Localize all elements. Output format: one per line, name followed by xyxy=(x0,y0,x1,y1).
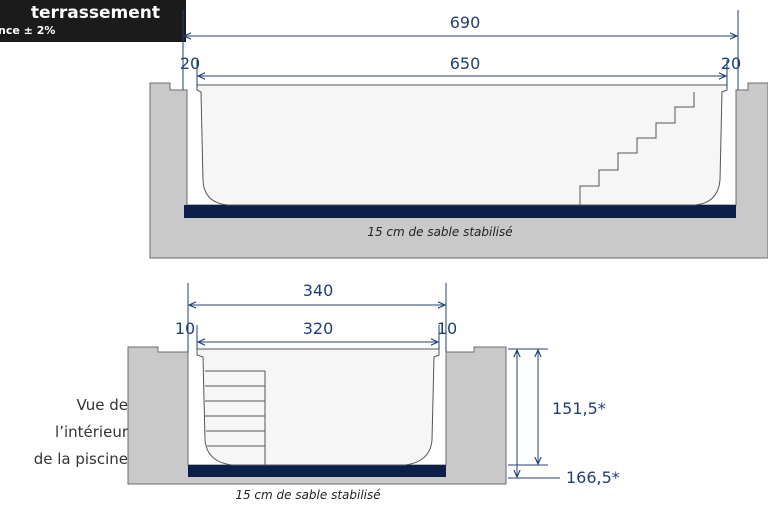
bottom-stairs xyxy=(205,370,266,465)
title-box: terrassement nce ± 2% xyxy=(0,0,186,42)
view-caption-line-2: l’intérieur xyxy=(55,423,128,441)
view-caption: Vue de l’intérieur de la piscine xyxy=(34,392,128,473)
bottom-pool-shell xyxy=(196,348,440,466)
bottom-label-depth-outer: 166,5* xyxy=(566,468,620,487)
bottom-label-depth-inner: 151,5* xyxy=(552,399,606,418)
bottom-view: 340 320 10 10 151,5* 166,5* 15 cm de sab… xyxy=(127,281,620,502)
top-label-right-margin: 20 xyxy=(721,54,741,73)
bottom-sand-note: 15 cm de sable stabilisé xyxy=(235,488,380,502)
bottom-sand-layer xyxy=(188,465,446,477)
bottom-label-left-margin: 10 xyxy=(175,319,195,338)
title-line-1: terrassement xyxy=(30,3,160,23)
top-pool-shell xyxy=(196,84,728,206)
top-sand-note: 15 cm de sable stabilisé xyxy=(367,225,512,239)
view-caption-line-1: Vue de xyxy=(76,396,129,414)
bottom-label-right-margin: 10 xyxy=(437,319,457,338)
title-line-2: nce ± 2% xyxy=(0,24,56,37)
view-caption-line-3: de la piscine xyxy=(33,450,128,468)
top-label-inner: 650 xyxy=(450,54,481,73)
bottom-label-inner: 320 xyxy=(303,319,334,338)
top-label-overall: 690 xyxy=(450,13,481,32)
top-sand-layer xyxy=(184,205,736,218)
bottom-label-overall: 340 xyxy=(303,281,334,300)
top-stairs xyxy=(579,92,695,205)
top-view: 690 650 20 20 15 cm de sable stabilisé xyxy=(149,10,768,259)
top-label-left-margin: 20 xyxy=(180,54,200,73)
